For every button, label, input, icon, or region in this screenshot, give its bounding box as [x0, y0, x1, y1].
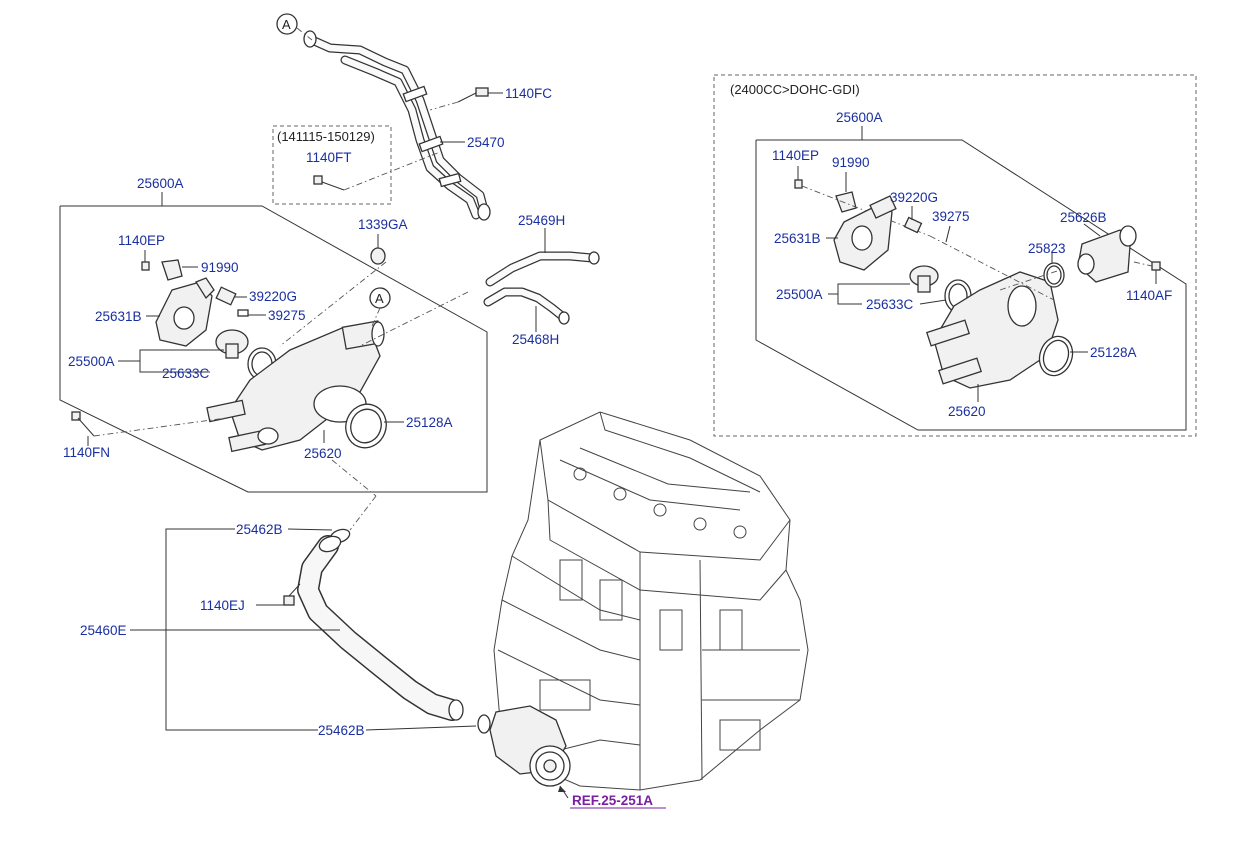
bolt-1140fc [429, 87, 489, 111]
label-25600a: 25600A [137, 176, 184, 191]
label-1140ej: 1140EJ [200, 598, 245, 613]
inset-label-25823: 25823 [1028, 241, 1066, 256]
hose-25468h [483, 287, 570, 325]
label-25620: 25620 [304, 446, 342, 461]
label-25460e: 25460E [80, 623, 127, 638]
ref-25-251a[interactable]: REF.25-251A [572, 793, 653, 808]
inset-label-25500a: 25500A [776, 287, 823, 302]
inset-assembly-outline [755, 139, 1187, 431]
sensor-39220g [215, 286, 247, 306]
inset-box [713, 74, 1197, 437]
label-25500a: 25500A [68, 354, 115, 369]
label-25631b: 25631B [95, 309, 142, 324]
label-1140ep: 1140EP [118, 233, 165, 248]
ref-marker-a-top [276, 13, 298, 35]
assembly-outline-25600a [59, 205, 488, 493]
inset-bolt-1140af [1151, 261, 1161, 284]
label-25462b-bottom: 25462B [318, 723, 365, 738]
inset-label-25626b: 25626B [1060, 210, 1107, 225]
bypass-pipe-assembly [303, 30, 491, 221]
inset-housing-25631b [833, 195, 897, 271]
inset-title: (2400CC>DOHC-GDI) [730, 82, 860, 97]
label-25468h: 25468H [512, 332, 559, 347]
hose-25469h [485, 251, 600, 287]
label-25462b-top: 25462B [236, 522, 283, 537]
bolt-1140ft [313, 175, 345, 191]
inset-outlet-25626b [1077, 225, 1137, 283]
label-39220g: 39220G [249, 289, 297, 304]
bracket-91990 [161, 259, 183, 281]
ref-marker-a-top-label: A [282, 17, 291, 32]
inset-bracket-91990 [835, 172, 857, 213]
inset-label-91990: 91990 [832, 155, 870, 170]
hose-25460e [297, 535, 464, 721]
label-1140ft: 1140FT [306, 150, 352, 165]
label-91990: 91990 [201, 260, 239, 275]
inset-thermostat-25500a [909, 265, 939, 293]
label-25633c: 25633C [162, 366, 210, 381]
date-range-box [272, 125, 392, 205]
label-39275: 39275 [268, 308, 306, 323]
inset-bolt-1140ep [794, 166, 803, 189]
bolt-1140fn [71, 411, 227, 437]
inset-label-25631b: 25631B [774, 231, 821, 246]
inset-label-25128a: 25128A [1090, 345, 1137, 360]
grommet-1339ga [370, 247, 386, 265]
engine-block-illustration [493, 411, 809, 791]
water-outlet-housing-25620 [206, 320, 385, 453]
bolt-1140ej [283, 583, 301, 606]
label-25470: 25470 [467, 135, 505, 150]
inset-label-25633c: 25633C [866, 297, 914, 312]
inset-label-1140ep: 1140EP [772, 148, 819, 163]
thermostat-25500a [215, 329, 249, 359]
inset-label-39220g: 39220G [890, 190, 938, 205]
bolt-1140ep [141, 250, 150, 271]
label-1140fn: 1140FN [63, 445, 110, 460]
label-1339ga: 1339GA [358, 217, 408, 232]
inset-label-25600a: 25600A [836, 110, 883, 125]
water-pump [489, 705, 571, 787]
inset-label-39275: 39275 [932, 209, 970, 224]
date-range-label: (141115-150129) [277, 129, 375, 144]
label-25128a: 25128A [406, 415, 453, 430]
label-1140fc: 1140FC [505, 86, 552, 101]
thermostat-housing-25631b [155, 277, 215, 347]
label-25469h: 25469H [518, 213, 565, 228]
inset-label-25620: 25620 [948, 404, 986, 419]
inset-outlet-housing-25620 [925, 271, 1059, 389]
inset-sensor-39220g [903, 206, 923, 234]
o-ring-25462b-bottom [477, 714, 491, 734]
inset-label-1140af: 1140AF [1126, 288, 1172, 303]
ref-marker-a-mid-label: A [375, 291, 384, 306]
clip-39275 [237, 309, 266, 317]
